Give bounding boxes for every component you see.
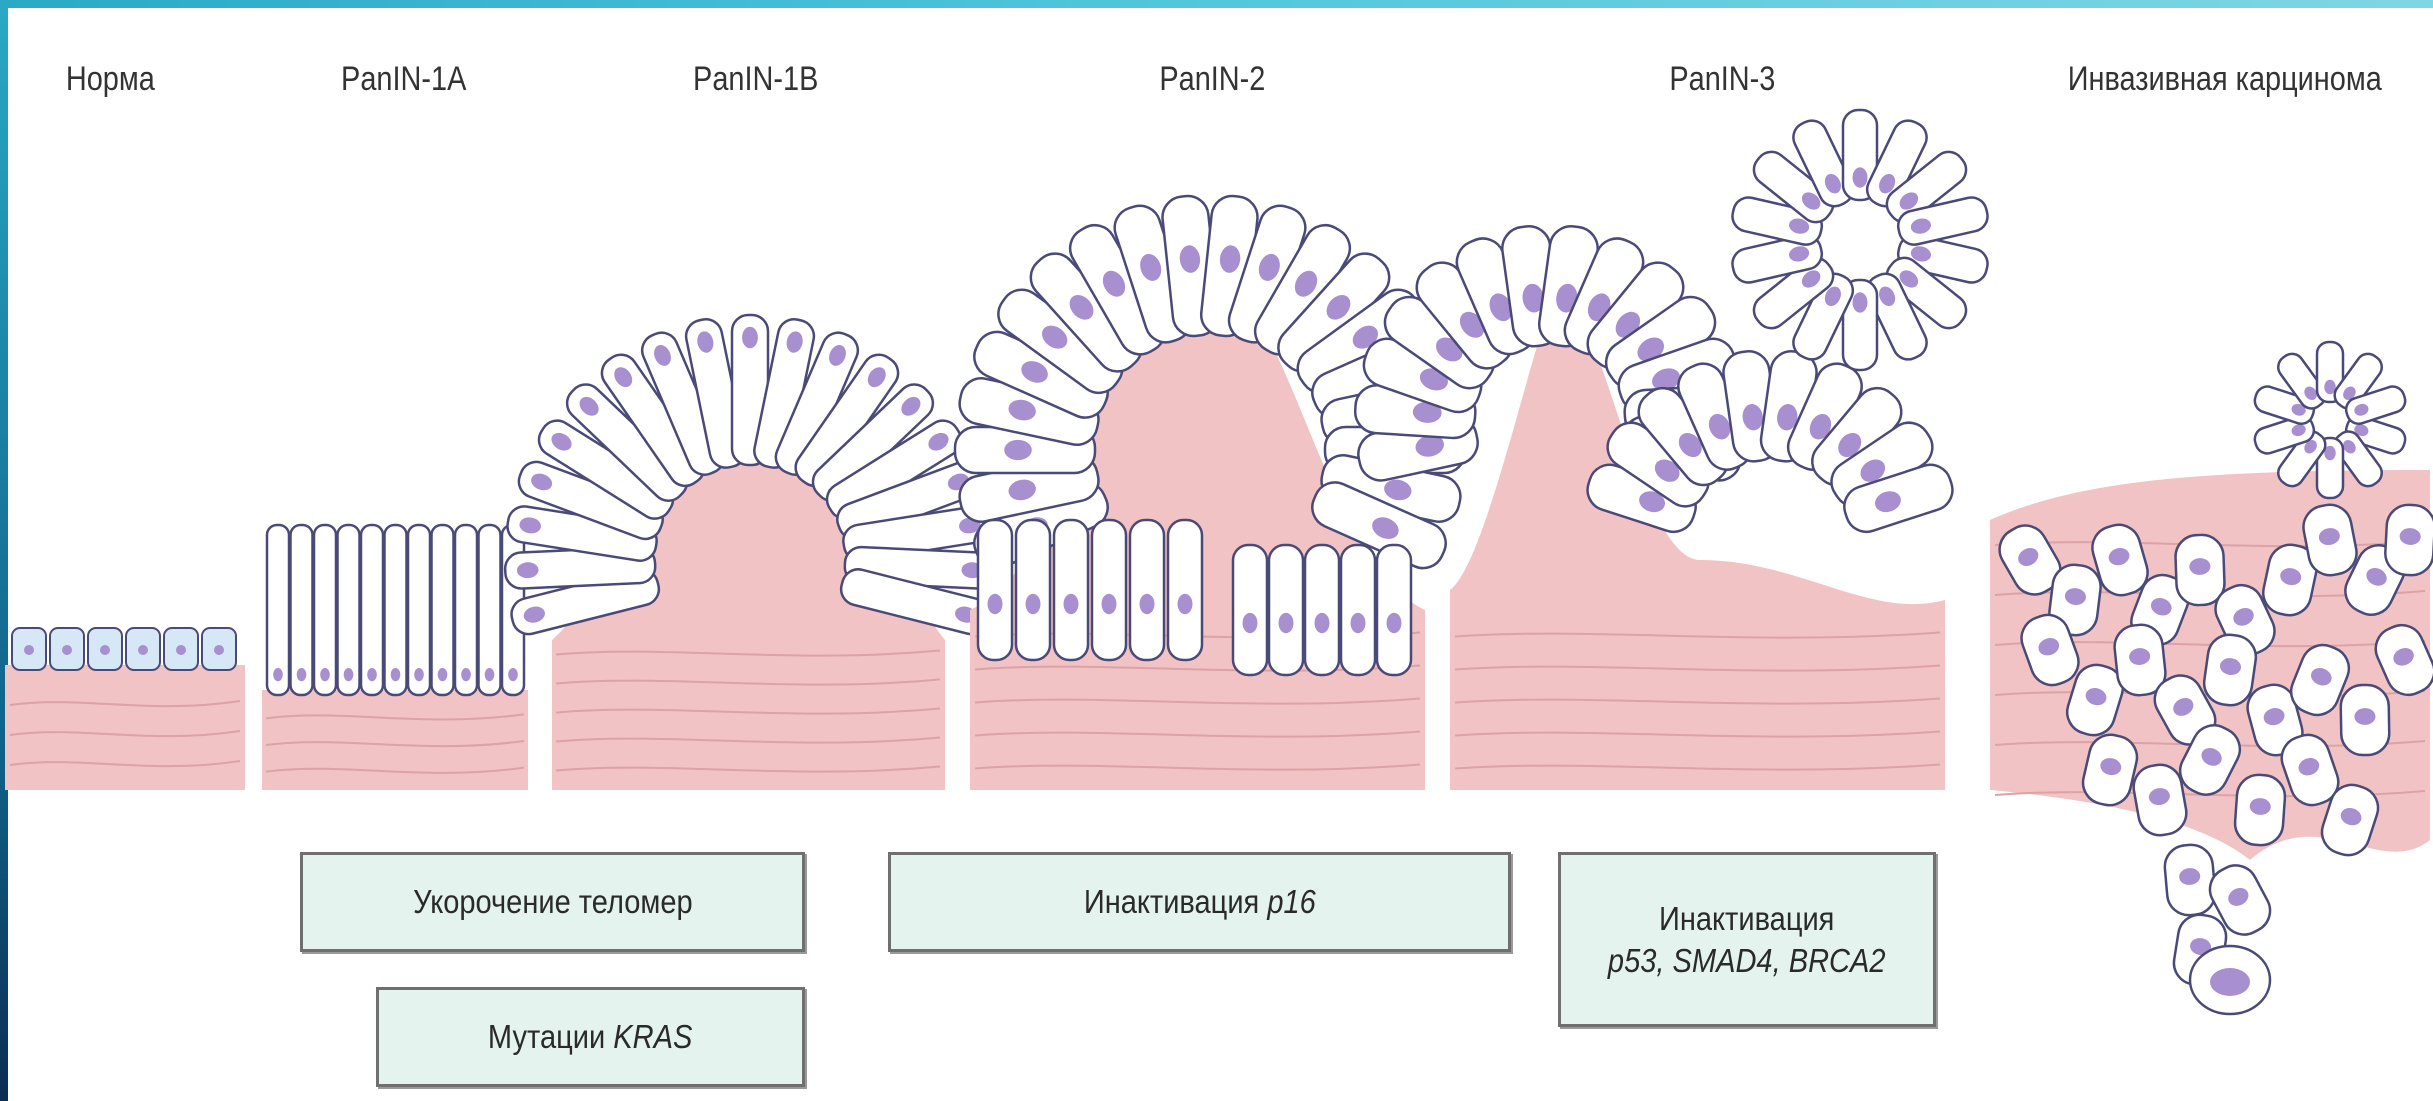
epithelial-cell xyxy=(1341,545,1375,675)
epithelial-cell xyxy=(267,525,289,695)
panel-panin-3 xyxy=(1354,110,1991,790)
stroma-panin-1a xyxy=(262,690,528,790)
epithelial-cell xyxy=(338,525,360,695)
event-box-telomere-shortening: Укорочение теломер xyxy=(300,852,805,952)
epithelial-cell xyxy=(1016,520,1050,660)
epithelial-cell xyxy=(432,525,454,695)
epithelial-cell xyxy=(1269,545,1303,675)
event-text-late-line1: Инактивация xyxy=(1659,898,1834,939)
stage-label-invasive-carcinoma: Инвазивная карцинома xyxy=(2068,60,2382,99)
event-box-p16-inactivation: Инактивация p16 xyxy=(888,852,1511,952)
epithelial-cell xyxy=(1092,520,1126,660)
epithelial-cell xyxy=(385,525,407,695)
event-box-kras-mutation: Мутации KRAS xyxy=(376,987,805,1087)
panel-panin-1a xyxy=(262,525,528,790)
epithelial-cell xyxy=(978,520,1012,660)
gene-p16: p16 xyxy=(1267,883,1315,920)
stage-label-panin-3: PanIN-3 xyxy=(1669,60,1775,99)
stroma-normal xyxy=(5,665,245,790)
epithelial-cell xyxy=(1168,520,1202,660)
epithelial-cell xyxy=(2384,504,2433,576)
panel-normal xyxy=(5,628,245,790)
epithelial-cell xyxy=(1233,545,1267,675)
stage-label-panin-1a: PanIN-1A xyxy=(341,60,466,99)
panel-panin-2 xyxy=(955,194,1465,790)
epithelial-cell xyxy=(291,525,313,695)
epithelial-cell xyxy=(1377,545,1411,675)
epithelial-cell xyxy=(1130,520,1164,660)
epithelial-cell xyxy=(2340,685,2389,756)
panel-invasive-carcinoma xyxy=(1990,342,2433,1014)
stage-label-panin-2: PanIN-2 xyxy=(1159,60,1265,99)
epithelial-cell xyxy=(479,525,501,695)
event-box-p53-smad4-brca2-inactivation: Инактивация p53, SMAD4, BRCA2 xyxy=(1558,852,1936,1027)
panel-panin-1b xyxy=(504,315,995,790)
gene-kras: KRAS xyxy=(614,1018,693,1055)
epithelial-cell xyxy=(314,525,336,695)
event-text-p16: Инактивация p16 xyxy=(1084,881,1316,922)
epithelial-cell xyxy=(455,525,477,695)
epithelial-cell xyxy=(361,525,383,695)
epithelial-cell xyxy=(408,525,430,695)
epithelial-cell xyxy=(1054,520,1088,660)
epithelial-cell xyxy=(2163,843,2217,917)
stage-label-panin-1b: PanIN-1B xyxy=(693,60,818,99)
event-text-kras: Мутации KRAS xyxy=(488,1016,692,1057)
epithelial-cell xyxy=(1305,545,1339,675)
event-text-late-genes: p53, SMAD4, BRCA2 xyxy=(1608,940,1886,981)
epithelial-cell xyxy=(2234,773,2287,846)
stage-label-normal: Норма xyxy=(66,60,155,99)
event-text-telomere: Укорочение теломер xyxy=(413,881,693,922)
epithelial-cell xyxy=(2175,534,2225,606)
